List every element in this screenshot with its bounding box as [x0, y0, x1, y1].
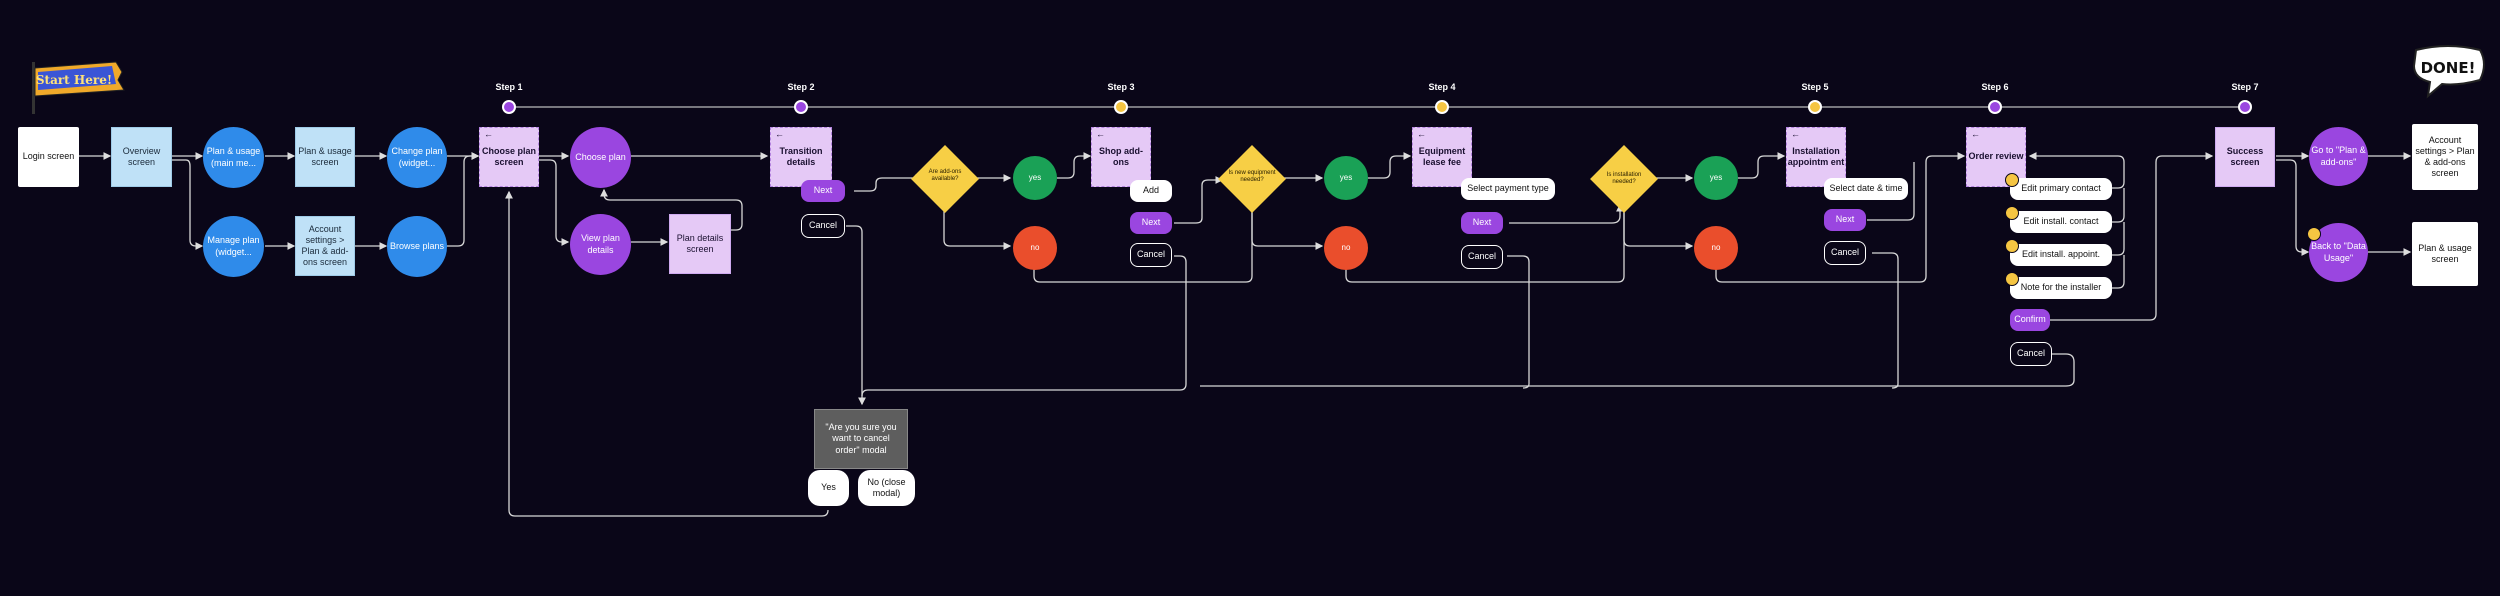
- select-date-time-button[interactable]: Select date & time: [1824, 178, 1908, 200]
- note-for-installer-button[interactable]: Note for the installer: [2010, 277, 2112, 299]
- shop-next-button[interactable]: Next: [1130, 212, 1172, 234]
- edit-install-appoint-button[interactable]: Edit install. appoint.: [2010, 244, 2112, 266]
- select-payment-type-button[interactable]: Select payment type: [1461, 178, 1555, 200]
- equipment-cancel-button[interactable]: Cancel: [1461, 245, 1503, 269]
- installation-cancel-button[interactable]: Cancel: [1824, 241, 1866, 265]
- back-arrow-icon: ←: [775, 129, 784, 139]
- equipment-no-node: no: [1324, 226, 1368, 270]
- view-plan-details-node[interactable]: View plan details: [570, 214, 631, 275]
- plan-usage-screen-node[interactable]: Plan & usage screen: [295, 127, 355, 187]
- modal-no-button[interactable]: No (close modal): [858, 470, 915, 506]
- choose-plan-screen-node[interactable]: Choose plan screen: [479, 127, 539, 187]
- installation-needed-label: Is installation needed?: [1606, 172, 1642, 186]
- browse-plans-node[interactable]: Browse plans: [387, 216, 447, 277]
- manage-plan-widget-node[interactable]: Manage plan (widget...: [203, 216, 264, 277]
- back-arrow-icon: ←: [1096, 129, 1105, 139]
- overview-screen-node[interactable]: Overview screen: [111, 127, 172, 187]
- change-plan-widget-node[interactable]: Change plan (widget...: [387, 127, 447, 188]
- edit-marker-icon: [2005, 173, 2019, 187]
- step-label-4: Step 4: [1428, 82, 1456, 92]
- installation-yes-node: yes: [1694, 156, 1738, 200]
- start-flag-icon: Start Here!: [32, 61, 125, 114]
- shop-cancel-button[interactable]: Cancel: [1130, 243, 1172, 267]
- addons-no-node: no: [1013, 226, 1057, 270]
- account-settings-node[interactable]: Account settings > Plan & add-ons screen: [295, 216, 355, 276]
- login-screen-node[interactable]: Login screen: [18, 127, 79, 187]
- transition-next-button[interactable]: Next: [801, 180, 845, 202]
- order-review-node[interactable]: Order review: [1966, 127, 2026, 187]
- back-arrow-icon: ←: [1971, 129, 1980, 139]
- plan-details-screen-node[interactable]: Plan details screen: [669, 214, 731, 274]
- back-arrow-icon: ←: [1791, 129, 1800, 139]
- installation-next-button[interactable]: Next: [1824, 209, 1866, 231]
- step-marker-1: [502, 100, 516, 114]
- equipment-lease-fee-node[interactable]: Equipment lease fee: [1412, 127, 1472, 187]
- step-marker-4: [1435, 100, 1449, 114]
- addons-yes-node: yes: [1013, 156, 1057, 200]
- confirm-button[interactable]: Confirm: [2010, 309, 2050, 331]
- done-speech-bubble-icon: DONE!: [2412, 45, 2485, 99]
- edit-install-contact-button[interactable]: Edit install. contact: [2010, 211, 2112, 233]
- edit-marker-icon: [2005, 206, 2019, 220]
- equipment-next-button[interactable]: Next: [1461, 212, 1503, 234]
- transition-cancel-button[interactable]: Cancel: [801, 214, 845, 238]
- edit-primary-contact-button[interactable]: Edit primary contact: [2010, 178, 2112, 200]
- edit-marker-icon: [2005, 272, 2019, 286]
- done-label: DONE!: [2421, 59, 2476, 77]
- step-marker-2: [794, 100, 808, 114]
- cancel-order-modal: "Are you sure you want to cancel order" …: [814, 409, 908, 469]
- step-label-6: Step 6: [1981, 82, 2009, 92]
- account-settings-end-node[interactable]: Account settings > Plan & add-ons screen: [2412, 124, 2478, 190]
- installation-no-node: no: [1694, 226, 1738, 270]
- step-label-5: Step 5: [1801, 82, 1829, 92]
- addons-available-label: Are add-ons available?: [928, 169, 962, 183]
- go-to-plan-addons-node[interactable]: Go to "Plan & add-ons": [2309, 127, 2368, 186]
- step-marker-7: [2238, 100, 2252, 114]
- edit-marker-icon: [2005, 239, 2019, 253]
- order-cancel-button[interactable]: Cancel: [2010, 342, 2052, 366]
- plan-usage-menu-node[interactable]: Plan & usage (main me...: [203, 127, 264, 188]
- choose-plan-node[interactable]: Choose plan: [570, 127, 631, 188]
- installation-appointment-node[interactable]: Installation appointm ent: [1786, 127, 1846, 187]
- back-arrow-icon: ←: [484, 129, 493, 139]
- step-marker-5: [1808, 100, 1822, 114]
- plan-usage-end-node[interactable]: Plan & usage screen: [2412, 222, 2478, 286]
- start-label: Start Here!: [36, 73, 112, 87]
- shop-addons-node[interactable]: Shop add-ons: [1091, 127, 1151, 187]
- edit-marker-icon: [2307, 227, 2321, 241]
- step-label-3: Step 3: [1107, 82, 1135, 92]
- success-screen-node[interactable]: Success screen: [2215, 127, 2275, 187]
- modal-yes-button[interactable]: Yes: [808, 470, 849, 506]
- step-marker-6: [1988, 100, 2002, 114]
- step-marker-3: [1114, 100, 1128, 114]
- new-equipment-label: Is new equipment needed?: [1228, 170, 1276, 184]
- step-label-2: Step 2: [787, 82, 815, 92]
- equipment-yes-node: yes: [1324, 156, 1368, 200]
- add-button[interactable]: Add: [1130, 180, 1172, 202]
- back-arrow-icon: ←: [1417, 129, 1426, 139]
- step-label-1: Step 1: [495, 82, 523, 92]
- step-label-7: Step 7: [2231, 82, 2259, 92]
